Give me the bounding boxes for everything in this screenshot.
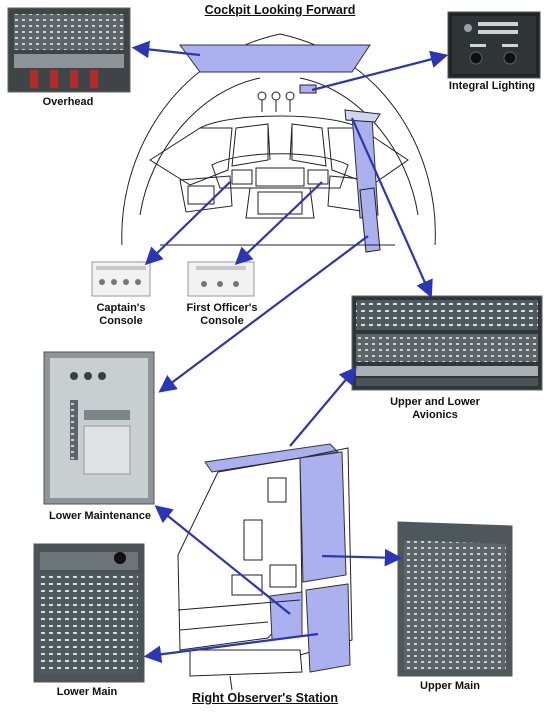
captains-console-label-line1: Captain's: [96, 302, 146, 314]
upper-main-photo: [397, 521, 513, 677]
first-officers-console-label: First Officer's Console: [176, 302, 268, 328]
avionics-shelf-highlight: [204, 443, 340, 473]
upper-lower-avionics-photo: [351, 295, 543, 391]
captains-console-photo: [91, 261, 151, 297]
top-title: Cockpit Looking Forward: [204, 3, 356, 17]
arrow-to-first-officers-console: [234, 181, 323, 266]
integral-lighting-label: Integral Lighting: [448, 80, 536, 92]
arrow-to-lower-maintenance-top: [158, 235, 369, 393]
lower-main-highlight: [305, 583, 351, 673]
captains-console-label-line2: Console: [99, 315, 143, 327]
upper-lower-avionics-label: Upper and Lower Avionics: [370, 396, 500, 422]
callout-arrows: [131, 40, 449, 664]
arrow-to-overhead: [131, 40, 201, 59]
first-officers-console-label-line1: First Officer's: [186, 302, 258, 314]
arrow-to-lower-maintenance: [154, 505, 291, 615]
cockpit-drawing: [121, 33, 436, 253]
overhead-panel-highlight: [179, 44, 371, 73]
lower-main-photo: [33, 543, 145, 683]
overhead-label: Overhead: [42, 96, 94, 108]
arrow-from-shelf-to-avionics: [289, 366, 357, 447]
overhead-photo: [7, 7, 131, 93]
first-officers-console-label-line2: Console: [200, 315, 244, 327]
captains-console-label: Captain's Console: [80, 302, 162, 328]
upper-lower-avionics-label-line2: Avionics: [412, 409, 458, 421]
bottom-title: Right Observer's Station: [191, 691, 339, 705]
arrow-to-lower-main: [143, 632, 319, 664]
upper-lower-avionics-label-line1: Upper and Lower: [390, 396, 480, 408]
arrow-to-captains-console: [144, 181, 231, 266]
upper-main-highlight: [299, 451, 347, 583]
observer-station-drawing: [177, 443, 353, 691]
lower-maintenance-highlight: [269, 591, 303, 641]
upper-main-label: Upper Main: [420, 680, 480, 692]
lower-maintenance-label: Lower Maintenance: [48, 510, 152, 522]
arrow-to-upper-lower-avionics: [350, 117, 433, 299]
arrow-to-integral-lighting: [311, 50, 449, 92]
lower-main-label: Lower Main: [56, 686, 118, 698]
lower-maintenance-photo: [43, 351, 155, 505]
first-officers-console-photo: [187, 261, 255, 297]
integral-lighting-photo: [447, 11, 541, 79]
arrow-to-upper-main: [321, 548, 403, 567]
